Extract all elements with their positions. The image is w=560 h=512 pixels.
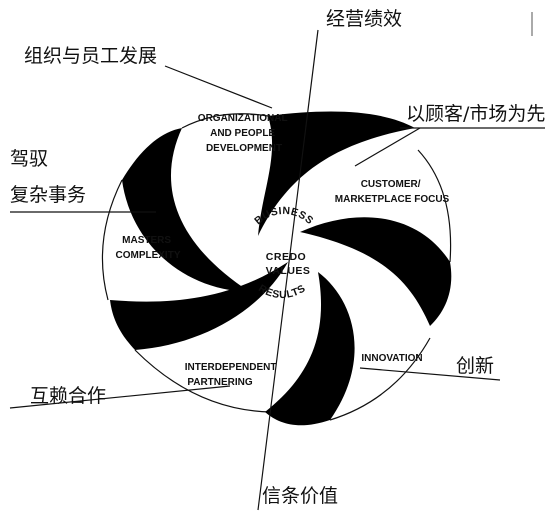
leader-interdependent (9, 385, 231, 409)
title-zh: 经营绩效 (326, 8, 402, 30)
leader-business-results (257, 29, 319, 511)
innovation-zh: 创新 (456, 355, 494, 377)
rim-arc-bottom-right (329, 337, 431, 421)
rim-arc-right (417, 149, 452, 263)
core-credo-text: CREDO (266, 251, 306, 263)
leader-customer (354, 127, 421, 167)
org-zh: 组织与员工发展 (24, 45, 157, 67)
blade-right (300, 217, 452, 326)
leader-innovation (359, 367, 501, 381)
innovation-label: INNOVATION (361, 353, 422, 364)
masters-zh-line2: 复杂事务 (10, 184, 86, 206)
customer-zh: 以顾客/市场为先 (406, 103, 545, 125)
rim-arc-left (101, 179, 123, 301)
rim-arc-bottom-left (134, 349, 271, 413)
leader-org-dev (164, 65, 273, 109)
blade-left (122, 128, 250, 292)
org-label: ORGANIZATIONAL AND PEOPLE DEVELOPMENT (198, 113, 290, 154)
credo-zh: 信条价值 (262, 485, 338, 507)
masters-zh-line1: 驾驭 (10, 148, 48, 170)
blade-bottom-right (265, 272, 355, 426)
blade-top (258, 111, 415, 236)
customer-label: CUSTOMER/ MARKETPLACE FOCUS (335, 179, 450, 205)
masters-label: MASTERS COMPLEXITY (115, 235, 180, 261)
interdependent-zh: 互赖合作 (30, 385, 106, 407)
core-values-text: VALUES (266, 265, 311, 277)
core-results-text: RESULTS (256, 282, 308, 301)
rim-arc-top (181, 113, 269, 129)
interdependent-label: INTERDEPENDENT PARTNERING (185, 362, 279, 388)
blade-bottom-left (110, 262, 288, 350)
